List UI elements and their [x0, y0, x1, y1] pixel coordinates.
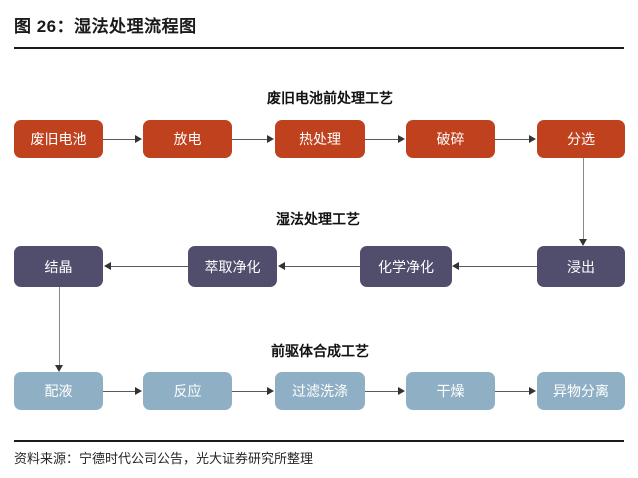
connector-reaction-to-filtration: [232, 391, 267, 392]
arrow-left-icon: [104, 262, 111, 270]
node-discharge[interactable]: 放电: [143, 120, 232, 158]
arrow-right-icon: [135, 387, 142, 395]
arrow-right-icon: [529, 135, 536, 143]
connector-crystallization-to-solution: [59, 287, 60, 365]
arrow-left-icon: [452, 262, 459, 270]
node-filtration-washing[interactable]: 过滤洗涤: [275, 372, 365, 410]
node-waste-battery[interactable]: 废旧电池: [14, 120, 103, 158]
node-extraction-purification[interactable]: 萃取净化: [188, 246, 277, 287]
connector-crushing-to-sorting: [495, 139, 529, 140]
arrow-right-icon: [267, 135, 274, 143]
arrow-right-icon: [267, 387, 274, 395]
arrow-right-icon: [398, 135, 405, 143]
node-crushing[interactable]: 破碎: [406, 120, 495, 158]
node-leaching[interactable]: 浸出: [537, 246, 625, 287]
section-header-pretreatment: 废旧电池前处理工艺: [267, 90, 393, 106]
node-sorting[interactable]: 分选: [537, 120, 625, 158]
source-note: 资料来源：宁德时代公司公告，光大证券研究所整理: [14, 451, 314, 466]
arrow-left-icon: [278, 262, 285, 270]
connector-drying-to-separation: [495, 391, 529, 392]
node-solution-preparation[interactable]: 配液: [14, 372, 103, 410]
connector-leaching-to-chemical: [459, 266, 537, 267]
connector-chemical-to-extraction: [285, 266, 360, 267]
arrow-down-icon: [55, 365, 63, 372]
connector-sorting-to-leaching: [583, 158, 584, 239]
node-reaction[interactable]: 反应: [143, 372, 232, 410]
arrow-down-icon: [579, 239, 587, 246]
footer-divider: [14, 440, 624, 442]
node-drying[interactable]: 干燥: [406, 372, 495, 410]
arrow-right-icon: [529, 387, 536, 395]
node-crystallization[interactable]: 结晶: [14, 246, 103, 287]
arrow-right-icon: [135, 135, 142, 143]
connector-waste-to-discharge: [103, 139, 135, 140]
node-foreign-matter-separation[interactable]: 异物分离: [537, 372, 625, 410]
arrow-right-icon: [398, 387, 405, 395]
title-divider: [14, 47, 624, 49]
connector-filtration-to-drying: [365, 391, 398, 392]
connector-heat-to-crushing: [365, 139, 398, 140]
section-header-hydrometallurgy: 湿法处理工艺: [276, 211, 360, 227]
connector-discharge-to-heat: [232, 139, 267, 140]
node-heat-treatment[interactable]: 热处理: [275, 120, 365, 158]
connector-extraction-to-crystallization: [111, 266, 188, 267]
page-title: 图 26：湿法处理流程图: [14, 17, 197, 36]
connector-solution-to-reaction: [103, 391, 135, 392]
section-header-precursor: 前驱体合成工艺: [271, 343, 369, 359]
node-chemical-purification[interactable]: 化学净化: [360, 246, 452, 287]
